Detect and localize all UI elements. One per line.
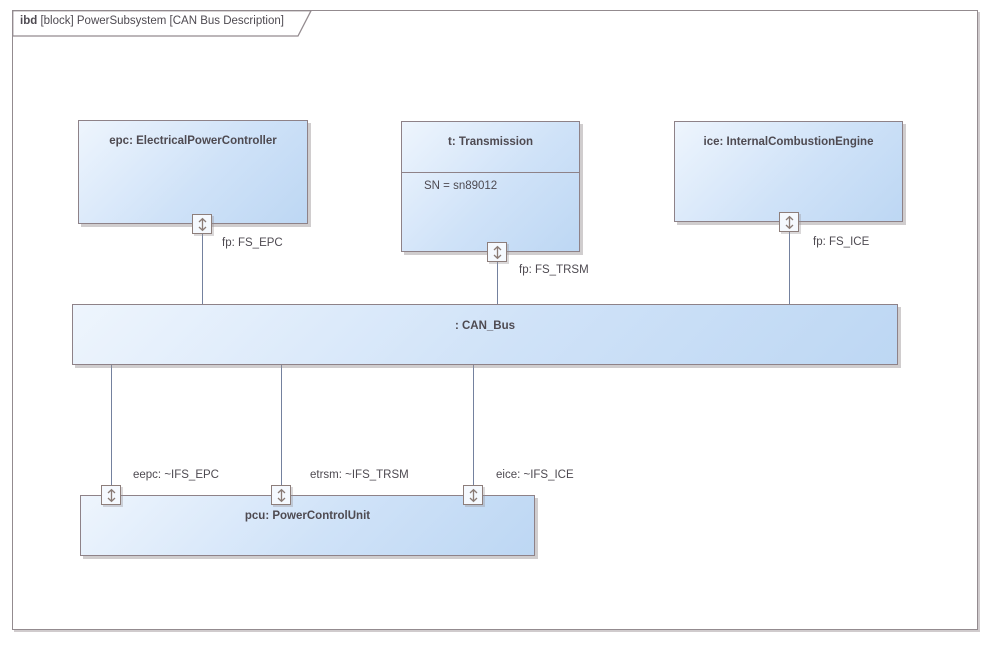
up-down-arrow-icon	[277, 488, 285, 502]
connector-epc-to-canbus[interactable]	[202, 233, 203, 305]
connector-canbus-to-eice[interactable]	[473, 364, 474, 486]
block-pcu[interactable]: pcu: PowerControlUnit	[80, 495, 535, 556]
port-fp-epc[interactable]	[192, 214, 212, 234]
block-pcu-title: pcu: PowerControlUnit	[244, 510, 371, 522]
compartment-separator	[402, 172, 579, 173]
port-label-eepc: eepc: ~IFS_EPC	[133, 469, 219, 481]
connector-canbus-to-etrsm[interactable]	[281, 364, 282, 486]
port-fp-ice[interactable]	[779, 212, 799, 232]
port-label-fp-trsm: fp: FS_TRSM	[519, 264, 589, 276]
block-ice[interactable]: ice: InternalCombustionEngine	[674, 121, 903, 222]
block-ice-title: ice: InternalCombustionEngine	[703, 136, 874, 148]
connector-trsm-to-canbus[interactable]	[497, 261, 498, 305]
up-down-arrow-icon	[107, 488, 115, 502]
port-label-fp-ice: fp: FS_ICE	[813, 236, 870, 248]
port-eice[interactable]	[463, 485, 483, 505]
block-transmission-attribute: SN = sn89012	[424, 180, 498, 192]
up-down-arrow-icon	[493, 245, 501, 259]
port-label-eice: eice: ~IFS_ICE	[496, 469, 574, 481]
connector-ice-to-canbus[interactable]	[789, 231, 790, 305]
port-label-etrsm: etrsm: ~IFS_TRSM	[310, 469, 409, 481]
block-transmission[interactable]: t: Transmission SN = sn89012	[401, 121, 580, 252]
up-down-arrow-icon	[785, 215, 793, 229]
up-down-arrow-icon	[469, 488, 477, 502]
block-epc[interactable]: epc: ElectricalPowerController	[78, 120, 308, 224]
diagram-label: [block] PowerSubsystem [CAN Bus Descript…	[37, 15, 284, 27]
block-transmission-title: t: Transmission	[448, 136, 533, 148]
port-eepc[interactable]	[101, 485, 121, 505]
connector-canbus-to-eepc[interactable]	[111, 364, 112, 486]
block-epc-title: epc: ElectricalPowerController	[109, 135, 277, 147]
up-down-arrow-icon	[198, 217, 206, 231]
diagram-title: ibd [block] PowerSubsystem [CAN Bus Desc…	[20, 15, 284, 27]
block-can-bus[interactable]: : CAN_Bus	[72, 304, 898, 365]
block-can-bus-title: : CAN_Bus	[454, 320, 516, 332]
port-etrsm[interactable]	[271, 485, 291, 505]
diagram-keyword: ibd	[20, 15, 38, 27]
port-fp-trsm[interactable]	[487, 242, 507, 262]
diagram-frame-tab	[12, 10, 313, 37]
port-label-fp-epc: fp: FS_EPC	[222, 237, 283, 249]
